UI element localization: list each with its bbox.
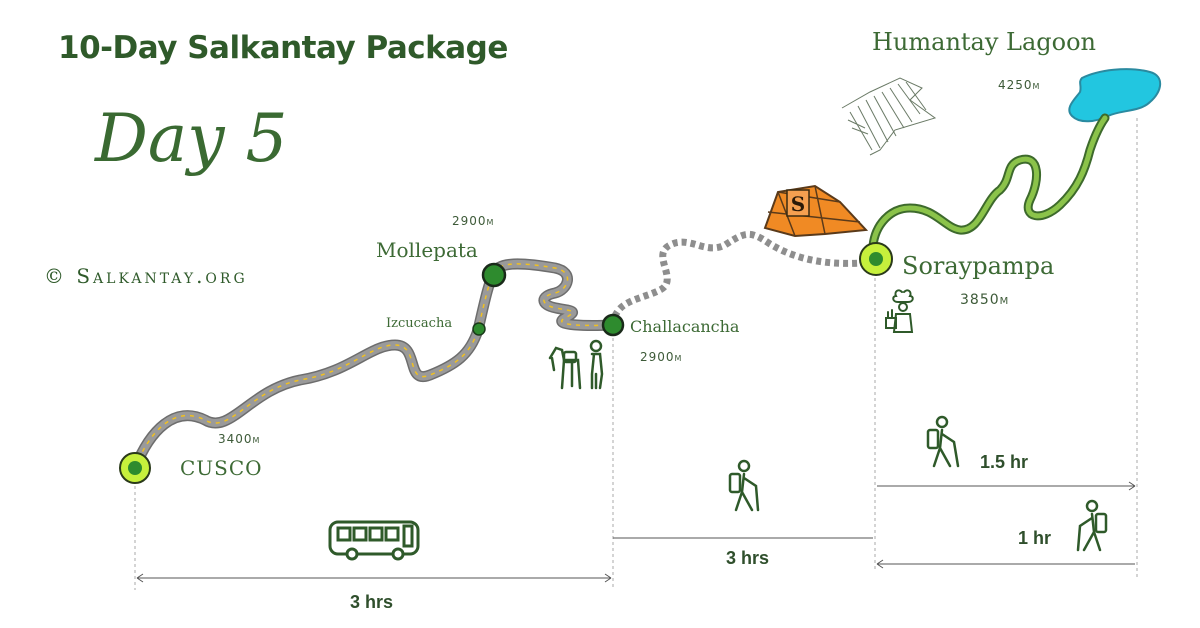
hiker-icon bbox=[728, 459, 760, 512]
node-soraypampa bbox=[859, 242, 893, 276]
altitude-mollepata: 2900m bbox=[452, 214, 495, 228]
node-cusco bbox=[119, 452, 151, 484]
label-cusco: CUSCO bbox=[180, 456, 263, 480]
duration-return: 1 hr bbox=[1018, 528, 1052, 548]
altitude-challacancha: 2900m bbox=[640, 350, 683, 364]
horse-and-guide-icon bbox=[548, 339, 604, 390]
road-cusco-challacancha bbox=[129, 258, 619, 474]
chef-icon bbox=[885, 289, 914, 333]
node-mollepata bbox=[481, 262, 507, 288]
label-soraypampa: Soraypampa bbox=[902, 252, 1055, 280]
guide-lines bbox=[134, 118, 1138, 590]
duration-bus: 3 hrs bbox=[350, 592, 394, 612]
duration-to-lagoon: 1.5 hr bbox=[980, 452, 1029, 472]
trail-challacancha-soraypampa bbox=[609, 230, 874, 326]
brand-watermark: © Salkantay.org bbox=[44, 264, 248, 288]
altitude-humantay: 4250m bbox=[998, 78, 1041, 92]
hiker-icon bbox=[926, 415, 960, 468]
humantay-lagoon-shape bbox=[1068, 68, 1162, 123]
day-label: Day 5 bbox=[95, 100, 288, 177]
hiker-icon bbox=[1076, 499, 1108, 552]
duration-hike: 3 hrs bbox=[726, 548, 770, 568]
svg-text:S: S bbox=[791, 192, 805, 216]
altitude-cusco: 3400m bbox=[218, 432, 261, 446]
duration-lines bbox=[136, 481, 1136, 583]
label-mollepata: Mollepata bbox=[376, 238, 478, 262]
label-humantay-lagoon: Humantay Lagoon bbox=[872, 28, 1097, 56]
camp-dome-icon: S bbox=[763, 184, 869, 238]
label-izcucacha: Izcucacha bbox=[386, 316, 453, 331]
trail-to-lagoon bbox=[868, 113, 1110, 251]
bus-icon bbox=[328, 520, 420, 561]
altitude-soraypampa: 3850m bbox=[960, 292, 1010, 308]
node-challacancha bbox=[601, 313, 625, 337]
label-challacancha: Challacancha bbox=[630, 317, 740, 336]
page-title: 10-Day Salkantay Package bbox=[58, 30, 508, 66]
node-izcucacha bbox=[472, 322, 486, 336]
mountain-sketch-icon bbox=[841, 77, 937, 156]
